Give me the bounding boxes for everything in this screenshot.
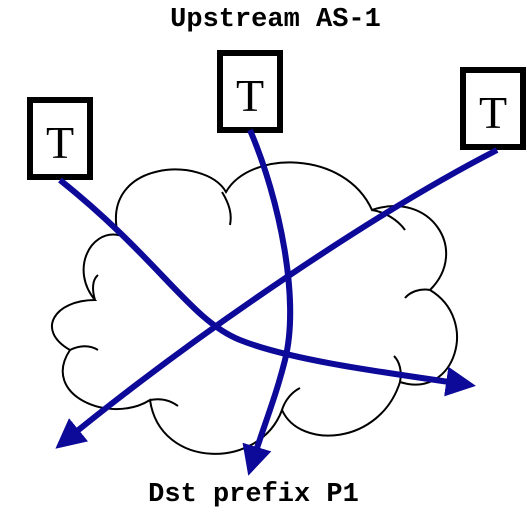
flow-arrow-middle-source xyxy=(242,128,294,476)
traffic-source-box: T xyxy=(460,67,526,150)
traffic-source-label: T xyxy=(479,87,507,138)
cloud-bump xyxy=(69,345,99,351)
cloud-bump xyxy=(149,398,179,407)
flow-arrow-right-source xyxy=(55,147,499,449)
traffic-source-box: T xyxy=(27,97,93,180)
traffic-source-box: T xyxy=(217,50,283,133)
destination-prefix-label: Dst prefix P1 xyxy=(148,480,359,510)
cloud-bump xyxy=(404,288,431,299)
cloud-bump xyxy=(281,387,301,411)
flow-arrow-left-source xyxy=(58,177,476,397)
traffic-source-label: T xyxy=(236,70,264,121)
cloud-bump xyxy=(371,209,406,231)
cloud-bump xyxy=(393,355,402,383)
traffic-source-label: T xyxy=(46,117,74,168)
cloud-bump xyxy=(221,191,232,226)
cloud-bump xyxy=(92,274,99,301)
upstream-as-label: Upstream AS-1 xyxy=(170,5,381,35)
